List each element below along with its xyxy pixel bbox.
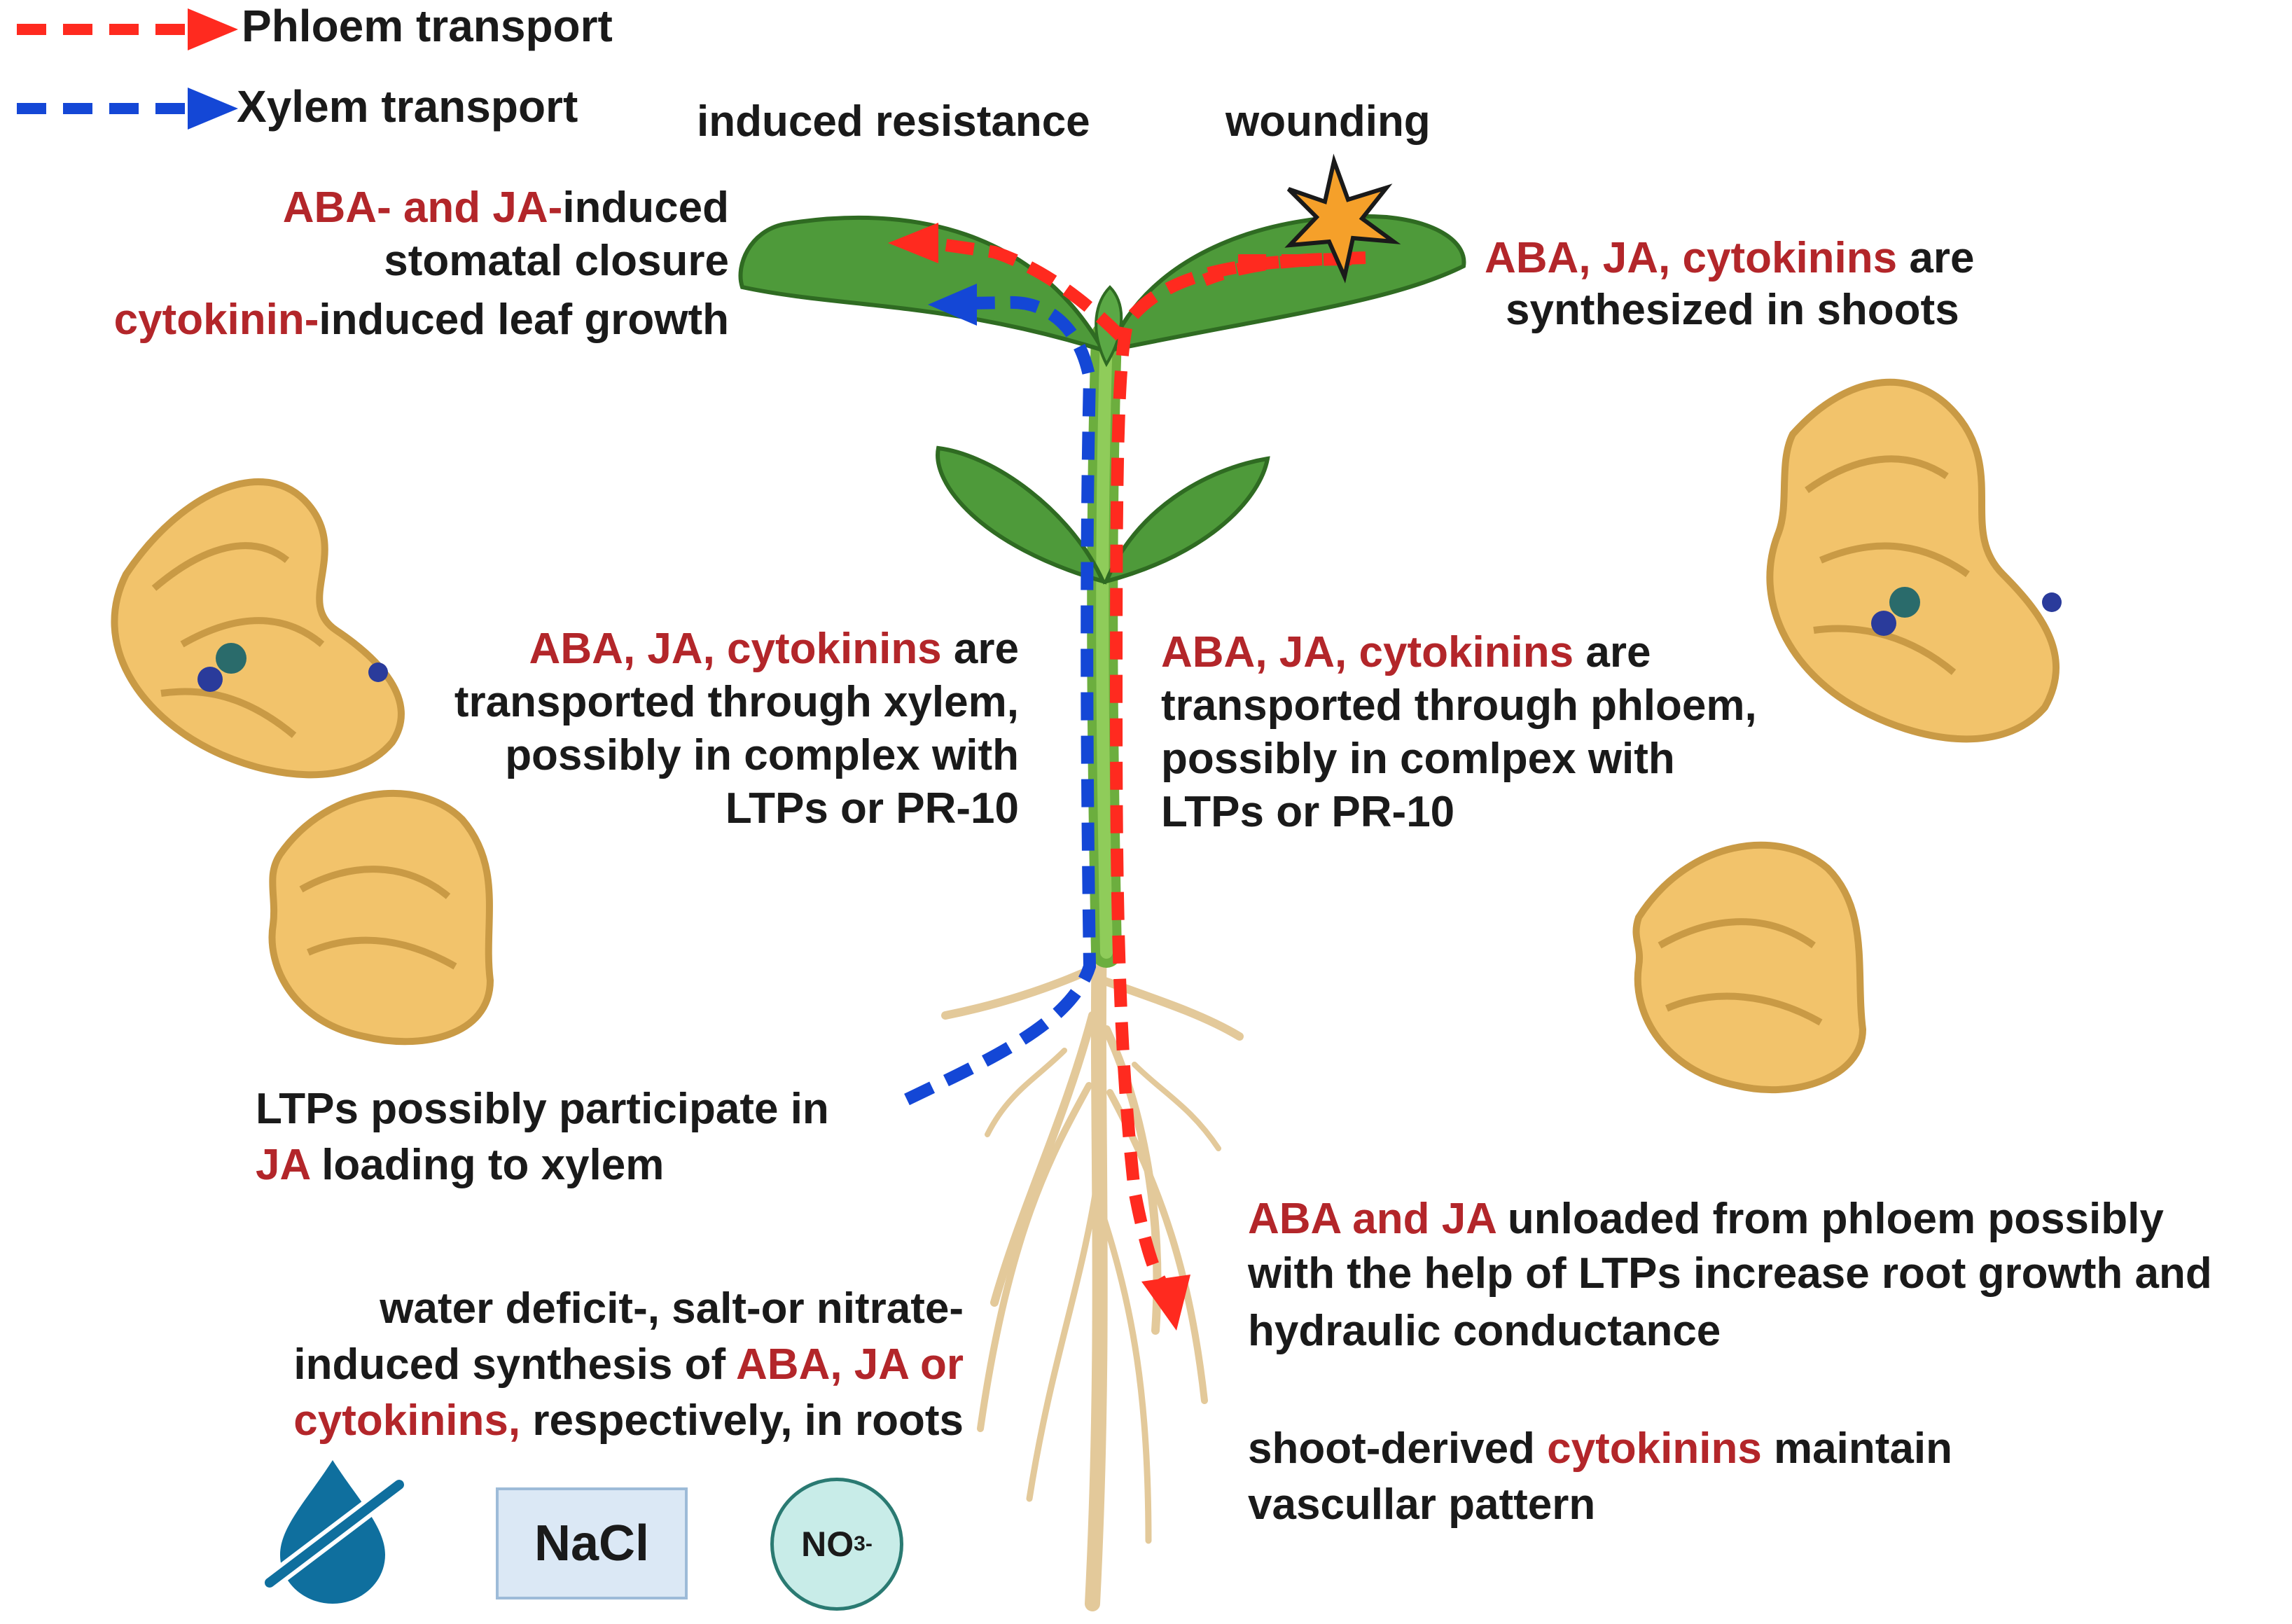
protein-structure-icon bbox=[111, 478, 405, 779]
label-water-line2: induced synthesis of ABA, JA or bbox=[293, 1340, 964, 1389]
label-phloem-line4: LTPs or PR-10 bbox=[1161, 788, 1455, 836]
legend-phloem-line bbox=[17, 8, 238, 50]
nacl-box: NaCl bbox=[496, 1487, 688, 1599]
label-unload-line1: ABA and JA unloaded from phloem possibly bbox=[1248, 1195, 2164, 1243]
label-shoot-derived-line1: shoot-derived cytokinins maintain bbox=[1248, 1424, 1952, 1473]
label-shoots-line2: synthesized in shoots bbox=[1506, 286, 1959, 334]
label-unload-line2: with the help of LTPs increase root grow… bbox=[1248, 1249, 2212, 1298]
label-xylem-line3: possibly in complex with bbox=[505, 731, 1019, 779]
label-water-line1: water deficit-, salt-or nitrate- bbox=[380, 1284, 964, 1333]
xylem-pathway bbox=[904, 296, 1097, 1106]
protein-structure-icon bbox=[268, 789, 494, 1046]
label-shoots-line1: ABA, JA, cytokinins are bbox=[1485, 234, 1975, 282]
label-xylem-line2: transported through xylem, bbox=[454, 678, 1019, 726]
protein-structure-icon bbox=[1766, 378, 2062, 743]
legend-xylem-label: Xylem transport bbox=[237, 81, 578, 132]
label-leaf-growth: cytokinin-induced leaf growth bbox=[113, 296, 729, 344]
leaf-lower-right bbox=[1102, 456, 1270, 585]
label-phloem-line1: ABA, JA, cytokinins are bbox=[1161, 628, 1651, 676]
label-unload-line3: hydraulic conductance bbox=[1248, 1307, 1721, 1355]
label-phloem-line3: possibly in comlpex with bbox=[1161, 735, 1675, 783]
phloem-bottom-arrowhead bbox=[1141, 1275, 1190, 1331]
label-induced-resistance: induced resistance bbox=[697, 97, 1090, 146]
label-xylem-line4: LTPs or PR-10 bbox=[725, 784, 1019, 833]
label-stomatal-line1: ABA- and JA-induced bbox=[282, 183, 729, 232]
legend-xylem-line bbox=[17, 88, 238, 130]
phloem-pathway bbox=[930, 237, 1366, 1286]
water-deficit-icon bbox=[261, 1460, 408, 1604]
label-xylem-line1: ABA, JA, cytokinins are bbox=[529, 625, 1019, 673]
leaf-lower-left bbox=[936, 445, 1107, 585]
protein-structure-icon bbox=[1632, 841, 1867, 1093]
label-water-line3: cytokinins, respectively, in roots bbox=[293, 1396, 964, 1445]
label-ltp-line2: JA loading to xylem bbox=[256, 1141, 665, 1189]
label-shoot-derived-line2: vascullar pattern bbox=[1248, 1480, 1596, 1529]
label-wounding: wounding bbox=[1225, 97, 1431, 146]
label-stomatal-line2: stomatal closure bbox=[384, 237, 729, 285]
leaf-upper-right bbox=[1106, 214, 1466, 354]
label-phloem-line2: transported through phloem, bbox=[1161, 681, 1757, 730]
phloem-top-arrowhead bbox=[888, 223, 938, 263]
label-ltp-line1: LTPs possibly participate in bbox=[256, 1085, 829, 1133]
xylem-arrowhead bbox=[928, 284, 977, 326]
roots bbox=[941, 931, 1244, 1611]
wounding-star-icon bbox=[1284, 153, 1401, 284]
legend-phloem-label: Phloem transport bbox=[242, 1, 613, 51]
